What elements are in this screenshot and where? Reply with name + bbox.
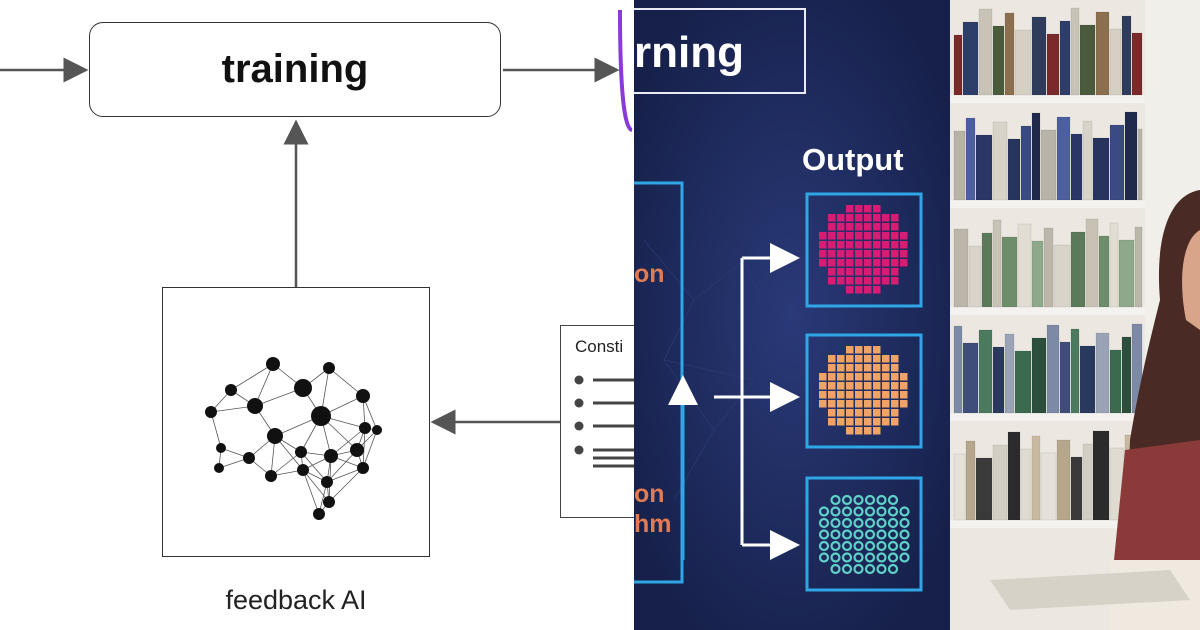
brain-network-icon <box>205 357 382 520</box>
constitution-document <box>560 325 634 518</box>
output-frame-3 <box>805 476 923 592</box>
diagram-panel: training feedback AI Consti <box>0 9 634 615</box>
document-list-icon <box>574 375 634 468</box>
title-frame <box>634 8 806 94</box>
output-label: Output <box>802 142 904 177</box>
output-frame-1 <box>805 192 923 308</box>
diagram-connectors <box>0 9 634 435</box>
learning-panel: rning Output on on hm <box>634 0 950 630</box>
side-word-3: hm <box>634 510 672 538</box>
side-word-2: on <box>634 480 665 508</box>
output-frame-2 <box>805 333 923 449</box>
orange-pixel-blob <box>819 346 908 435</box>
title-fragment: rning <box>634 28 744 77</box>
feedback-ai-label: feedback AI <box>225 585 367 615</box>
bookshelf-illustration <box>950 0 1200 630</box>
library-photo <box>950 0 1200 630</box>
training-box: training <box>89 22 501 117</box>
next-box-edge <box>618 9 634 132</box>
teal-pixel-pattern <box>818 494 910 575</box>
feedback-ai-box <box>162 287 430 557</box>
constitution-title: Consti <box>575 337 624 356</box>
side-word-1: on <box>634 260 665 288</box>
learning-graphics <box>634 0 950 630</box>
training-label: training <box>221 47 369 91</box>
pink-pixel-blob <box>819 205 908 294</box>
